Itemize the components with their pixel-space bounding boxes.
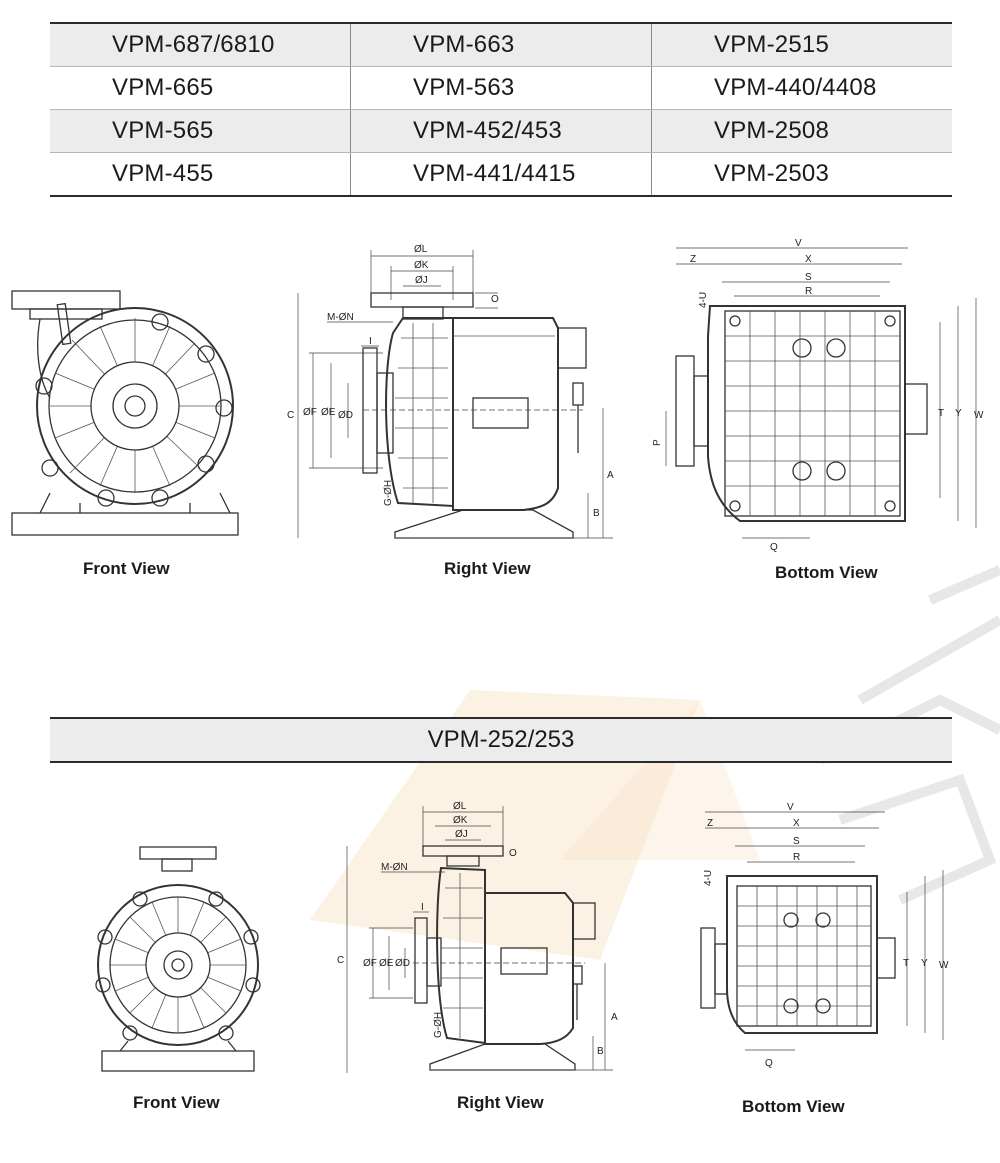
dim-label-j: ØJ: [415, 275, 428, 286]
dim-label-t: T: [938, 408, 944, 419]
front-view-drawing: [95, 846, 261, 1072]
bottom-view-label: Bottom View: [775, 563, 878, 582]
dim-label-gh: G-ØH: [433, 1012, 444, 1038]
dim-label-v: V: [787, 802, 794, 813]
right-view-drawing: ØL ØK ØJ O M-ØN C ØF ØE ØD I G-ØH A B: [337, 801, 618, 1073]
table-row: VPM-665 VPM-563 VPM-440/4408: [50, 66, 952, 110]
dim-label-a: A: [611, 1012, 618, 1023]
right-view-label: Right View: [457, 1093, 544, 1112]
dim-label-y: Y: [955, 408, 962, 419]
bottom-view-label: Bottom View: [742, 1097, 845, 1116]
model-cell: VPM-687/6810: [50, 23, 351, 67]
model-cell: VPM-455: [50, 152, 351, 196]
dim-label-gh: G-ØH: [383, 480, 394, 506]
dim-label-mn: M-ØN: [381, 862, 408, 873]
model-cell: VPM-2515: [651, 23, 952, 67]
table-row: VPM-455 VPM-441/4415 VPM-2503: [50, 152, 952, 196]
dim-label-v: V: [795, 238, 802, 249]
dim-label-f: ØF: [363, 958, 377, 969]
bottom-view-drawing: V Z X S R 4-U T Y W Q: [700, 802, 949, 1069]
dim-label-t: T: [903, 958, 909, 969]
right-view-drawing: ØL ØK ØJ O M-ØN C ØF ØE ØD I G-ØH A B: [287, 244, 614, 539]
front-view-label: Front View: [133, 1093, 220, 1112]
dim-label-w: W: [939, 960, 949, 971]
dim-label-r: R: [793, 852, 800, 863]
dim-label-e: ØE: [379, 958, 394, 969]
model-cell: VPM-563: [350, 66, 652, 110]
dim-label-j: ØJ: [455, 829, 468, 840]
dim-label-i: I: [421, 902, 424, 913]
model-cell: VPM-440/4408: [651, 66, 952, 110]
model-cell: VPM-452/453: [350, 109, 652, 153]
dim-label-a: A: [607, 470, 614, 481]
dim-label-q: Q: [765, 1058, 773, 1069]
dim-label-i: I: [369, 336, 372, 347]
dim-label-r: R: [805, 286, 812, 297]
dim-label-k: ØK: [453, 815, 468, 826]
dim-label-l: ØL: [453, 801, 467, 812]
dim-label-s: S: [793, 836, 800, 847]
dim-label-w: W: [974, 410, 984, 421]
models-table: VPM-687/6810 VPM-663 VPM-2515 VPM-665 VP…: [50, 22, 952, 197]
dim-label-z: Z: [707, 818, 713, 829]
model-cell: VPM-2503: [714, 160, 829, 187]
front-view-label: Front View: [83, 559, 170, 578]
dim-label-o: O: [509, 848, 517, 859]
dim-label-d: ØD: [338, 410, 353, 421]
dim-label-f: ØF: [303, 407, 317, 418]
dim-label-c: C: [287, 410, 294, 421]
dim-label-x: X: [793, 818, 800, 829]
dim-label-4u: 4-U: [698, 292, 709, 308]
model-cell: VPM-441/4415: [350, 152, 652, 196]
bottom-view-drawing: V Z X S R 4-U P T Y W Q: [652, 238, 984, 553]
dim-label-d: ØD: [395, 958, 410, 969]
dim-label-l: ØL: [414, 244, 428, 255]
dim-label-b: B: [593, 508, 600, 519]
dim-label-k: ØK: [414, 260, 429, 271]
model-cell: VPM-2508: [651, 109, 952, 153]
section-title: VPM-252/253: [50, 717, 952, 763]
model-cell: VPM-663: [350, 23, 652, 67]
dim-label-y: Y: [921, 958, 928, 969]
dim-label-4u: 4-U: [703, 870, 714, 886]
dim-label-o: O: [491, 294, 499, 305]
model-cell: VPM-565: [50, 109, 351, 153]
dim-label-q: Q: [770, 542, 778, 553]
table-row: VPM-687/6810 VPM-663 VPM-2515: [50, 23, 952, 67]
dim-label-c: C: [337, 955, 344, 966]
dim-label-b: B: [597, 1046, 604, 1057]
dim-label-mn: M-ØN: [327, 312, 354, 323]
dim-label-z: Z: [690, 254, 696, 265]
model-cell: VPM-665: [50, 66, 351, 110]
table-row: VPM-565 VPM-452/453 VPM-2508: [50, 109, 952, 153]
dim-label-s: S: [805, 272, 812, 283]
right-view-label: Right View: [444, 559, 531, 578]
dim-label-p: P: [652, 439, 663, 446]
dim-label-e: ØE: [321, 407, 336, 418]
front-view-drawing: [11, 290, 239, 536]
dim-label-x: X: [805, 254, 812, 265]
